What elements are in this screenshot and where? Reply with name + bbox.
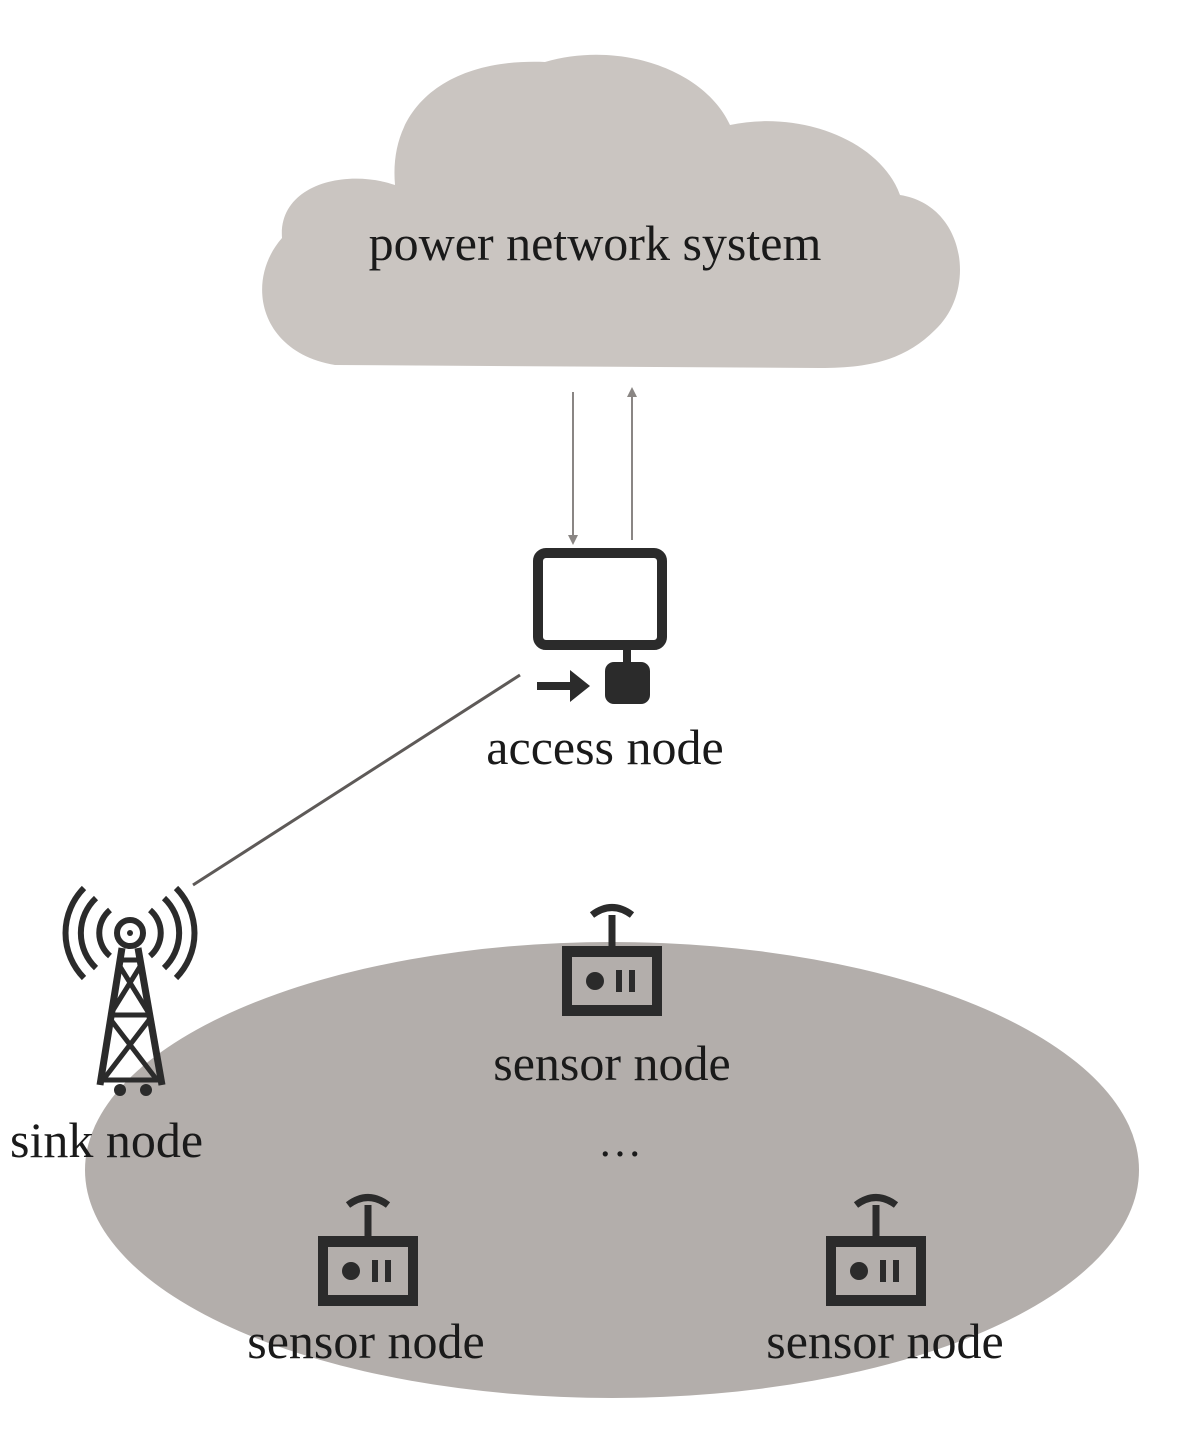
- cloud-shape: [262, 54, 960, 369]
- computer-terminal-icon: [533, 548, 667, 704]
- sink-access-link: [192, 673, 521, 887]
- ellipsis-label: …: [598, 1117, 642, 1166]
- cloud-label: power network system: [368, 215, 822, 271]
- sink-node-label: sink node: [10, 1112, 204, 1168]
- radio-device-icon: [562, 904, 662, 1016]
- access-node-label: access node: [486, 719, 724, 775]
- radio-device-icon: [318, 1194, 418, 1306]
- radio-device-icon: [826, 1194, 926, 1306]
- sensor-node-label: sensor node: [493, 1035, 731, 1091]
- sensor-node-label: sensor node: [766, 1313, 1004, 1369]
- sensor-node-label: sensor node: [247, 1313, 485, 1369]
- radio-tower-icon: [62, 885, 198, 1096]
